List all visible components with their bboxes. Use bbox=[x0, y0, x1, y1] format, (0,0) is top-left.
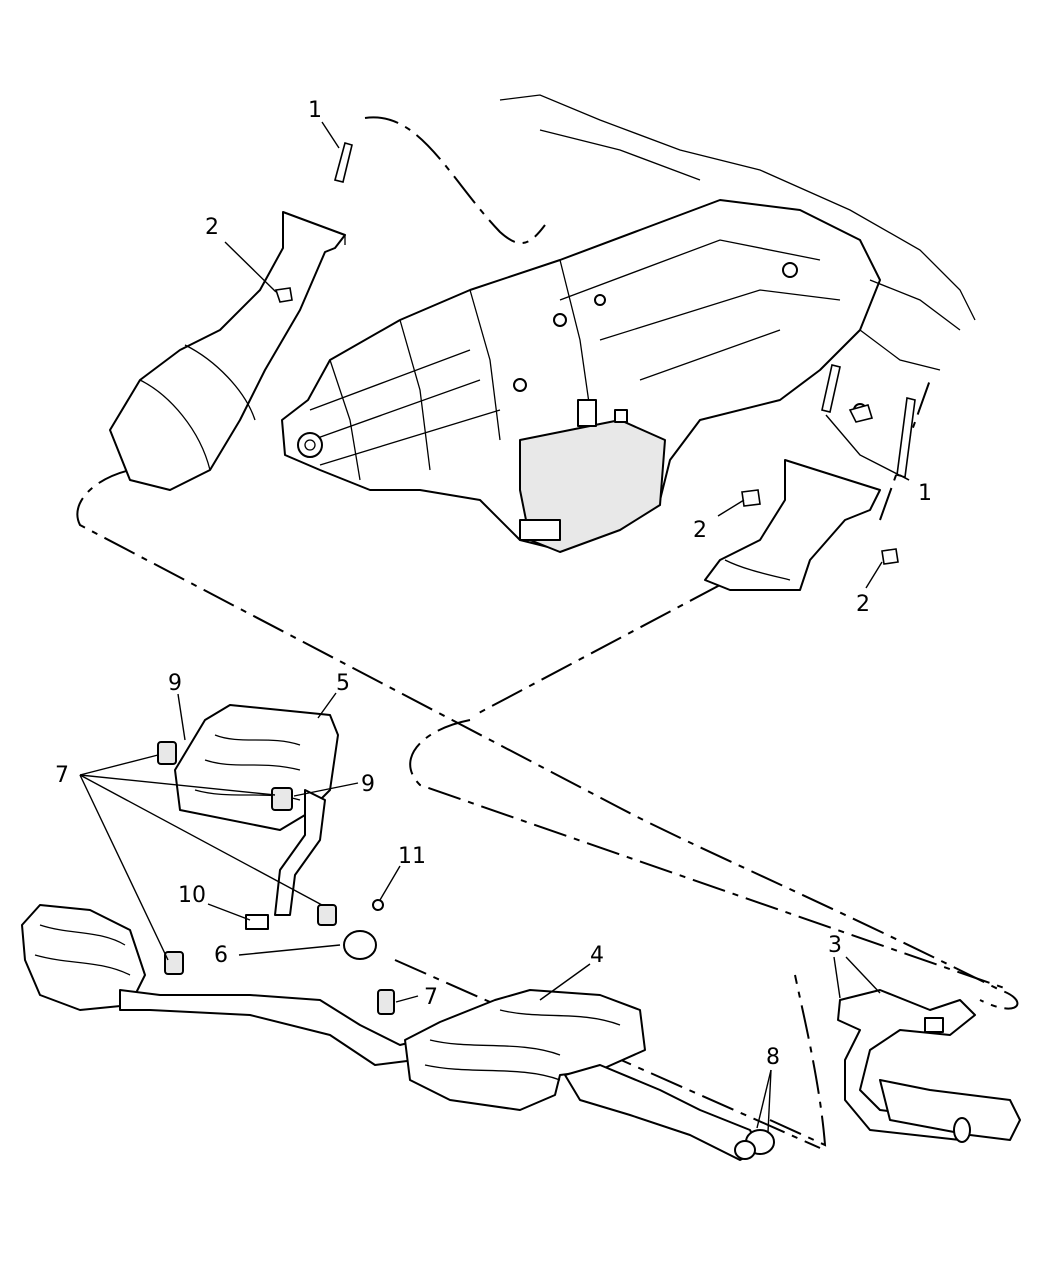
callout-7-center: 7 bbox=[424, 985, 438, 1010]
callout-4: 4 bbox=[590, 943, 604, 968]
callout-10: 10 bbox=[178, 883, 206, 908]
callout-5: 5 bbox=[336, 671, 350, 696]
tailpipe-assembly-3 bbox=[837, 989, 1021, 1143]
callout-1-upper: 1 bbox=[308, 98, 322, 123]
callout-7-left: 7 bbox=[55, 763, 69, 788]
callout-1-right: 1 bbox=[918, 481, 932, 506]
right-downpipe bbox=[704, 459, 881, 591]
callout-2-left: 2 bbox=[205, 215, 219, 240]
callout-9-lower: 9 bbox=[361, 772, 375, 797]
callout-2-right: 2 bbox=[856, 592, 870, 617]
callouts: 1 1 2 2 2 3 4 5 6 7 7 8 9 9 10 11 bbox=[55, 98, 932, 1070]
muffler-left bbox=[21, 904, 146, 1011]
intermediate-pipe bbox=[119, 989, 421, 1066]
callout-11: 11 bbox=[398, 844, 426, 869]
callout-6: 6 bbox=[214, 943, 228, 968]
transmission-assembly bbox=[281, 94, 976, 553]
rear-pipe bbox=[564, 1064, 775, 1161]
hangers-and-clamps bbox=[157, 741, 395, 1015]
callout-8: 8 bbox=[766, 1045, 780, 1070]
tailpipe-upper bbox=[274, 789, 326, 916]
callout-9-upper: 9 bbox=[168, 671, 182, 696]
center-muffler-4 bbox=[404, 989, 646, 1111]
leader-lines bbox=[79, 121, 910, 1133]
callout-2-center: 2 bbox=[693, 518, 707, 543]
left-downpipe bbox=[109, 211, 346, 491]
callout-3: 3 bbox=[828, 933, 842, 958]
